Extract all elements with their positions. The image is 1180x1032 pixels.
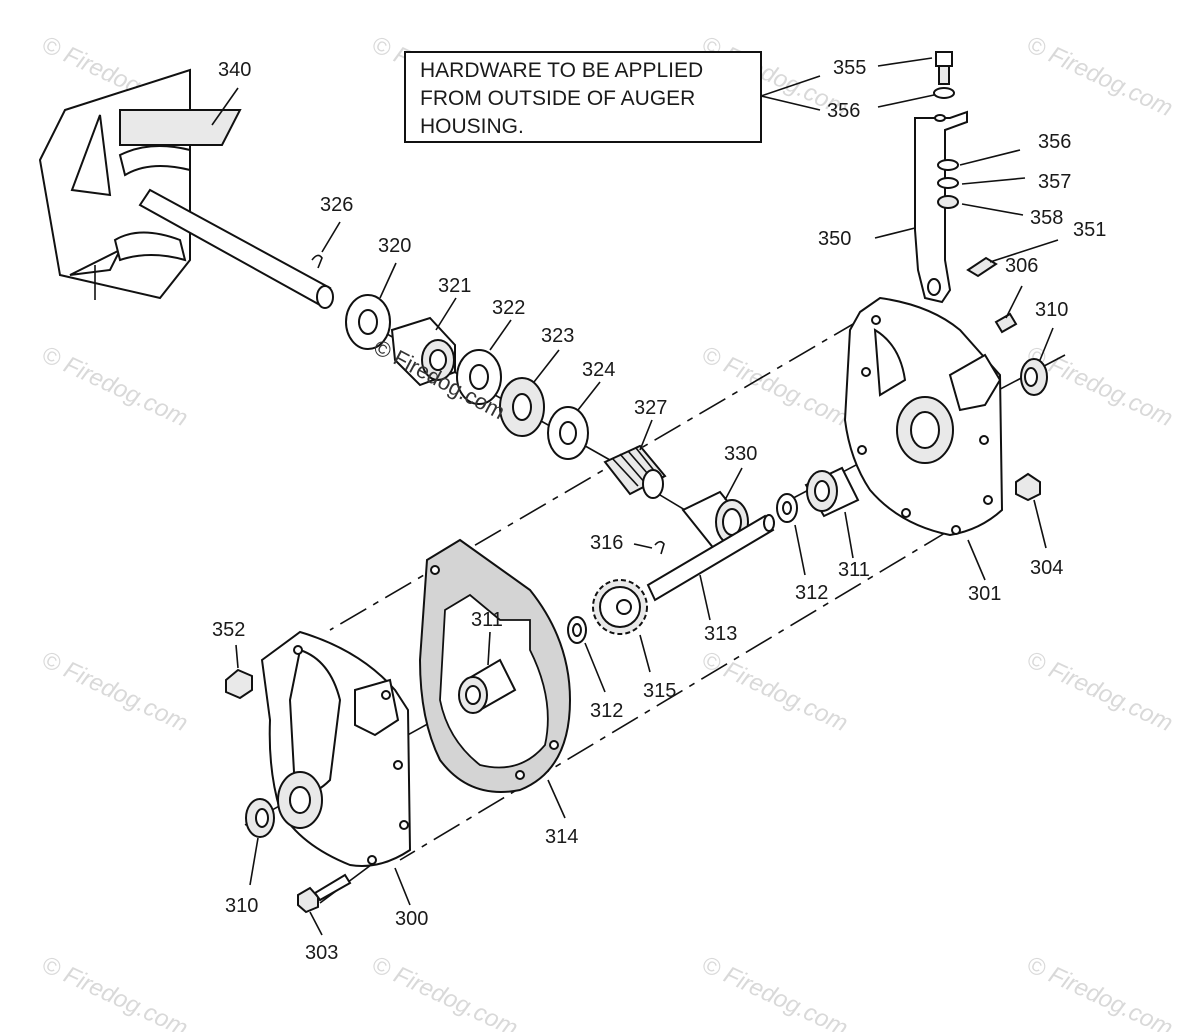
- label-313: 313: [704, 623, 737, 645]
- cotter-pin-326: [311, 254, 323, 269]
- nut-352: [225, 668, 253, 700]
- label-355: 355: [833, 57, 866, 79]
- gear-housing-301: [843, 296, 1004, 537]
- label-323: 323: [541, 325, 574, 347]
- label-306: 306: [1005, 255, 1038, 277]
- label-312-right: 312: [795, 582, 828, 604]
- label-352: 352: [212, 619, 245, 641]
- label-322: 322: [492, 297, 525, 319]
- bolt-351: [966, 256, 998, 278]
- label-320: 320: [378, 235, 411, 257]
- label-310-left: 310: [225, 895, 258, 917]
- watermark-tile: © Firedog.com: [697, 341, 851, 432]
- shaft-hardware: [345, 294, 589, 460]
- label-324: 324: [582, 359, 615, 381]
- bearing-311-left: [458, 658, 517, 714]
- watermark-tile: © Firedog.com: [37, 646, 191, 737]
- bolt-303: [297, 873, 352, 914]
- note-line-1: HARDWARE TO BE APPLIED: [420, 59, 703, 82]
- watermark-tile: © Firedog.com: [697, 646, 851, 737]
- watermark-tile: © Firedog.com: [37, 341, 191, 432]
- label-350: 350: [818, 228, 851, 250]
- watermark-tile: © Firedog.com: [1022, 646, 1176, 737]
- gear-315: [592, 579, 648, 635]
- watermark-tile: © Firedog.com: [697, 951, 851, 1032]
- bolt-355: [935, 51, 953, 67]
- label-303: 303: [305, 942, 338, 964]
- label-330: 330: [724, 443, 757, 465]
- label-310-right: 310: [1035, 299, 1068, 321]
- watermark-tile: © Firedog.com: [1022, 31, 1176, 122]
- part-labels: 340 326 320 321 322 323 324 327 330 316 …: [212, 57, 1106, 964]
- pin-316: [654, 540, 665, 555]
- lockwasher-357: [937, 177, 959, 189]
- label-314: 314: [545, 826, 578, 848]
- label-311-right: 311: [838, 559, 870, 581]
- watermark-tile: © Firedog.com: [367, 951, 521, 1032]
- label-357: 357: [1038, 171, 1071, 193]
- note-line-2: FROM OUTSIDE OF AUGER: [420, 87, 695, 110]
- label-311-left: 311: [471, 609, 503, 631]
- label-315: 315: [643, 680, 676, 702]
- set-screw-306: [994, 312, 1018, 334]
- label-358: 358: [1030, 207, 1063, 229]
- label-327: 327: [634, 397, 667, 419]
- nut-304: [1015, 472, 1041, 502]
- hardware-stack: [933, 51, 959, 209]
- label-340: 340: [218, 59, 251, 81]
- label-321: 321: [438, 275, 471, 297]
- nut-358: [937, 195, 959, 209]
- label-301: 301: [968, 583, 1001, 605]
- gear-housing-300: [260, 630, 412, 867]
- auger-impeller-340: [38, 68, 334, 309]
- worm-gear-327: [603, 444, 667, 499]
- label-312-left: 312: [590, 700, 623, 722]
- leader-lines: [211, 57, 1059, 936]
- label-316: 316: [590, 532, 623, 554]
- hardware-note: HARDWARE TO BE APPLIED FROM OUTSIDE OF A…: [404, 51, 821, 143]
- label-356-top: 356: [827, 100, 860, 122]
- watermark-tile: © Firedog.com: [1022, 951, 1176, 1032]
- label-356-mid: 356: [1038, 131, 1071, 153]
- label-304: 304: [1030, 557, 1063, 579]
- label-351: 351: [1073, 219, 1106, 241]
- shaft-313: [646, 514, 775, 602]
- note-line-3: HOUSING.: [420, 115, 524, 138]
- label-300: 300: [395, 908, 428, 930]
- bearing-311-right: [804, 466, 860, 518]
- watermark-tile: © Firedog.com: [37, 951, 191, 1032]
- label-326: 326: [320, 194, 353, 216]
- washer-356-mid: [937, 159, 959, 171]
- washer-356-top: [933, 87, 955, 99]
